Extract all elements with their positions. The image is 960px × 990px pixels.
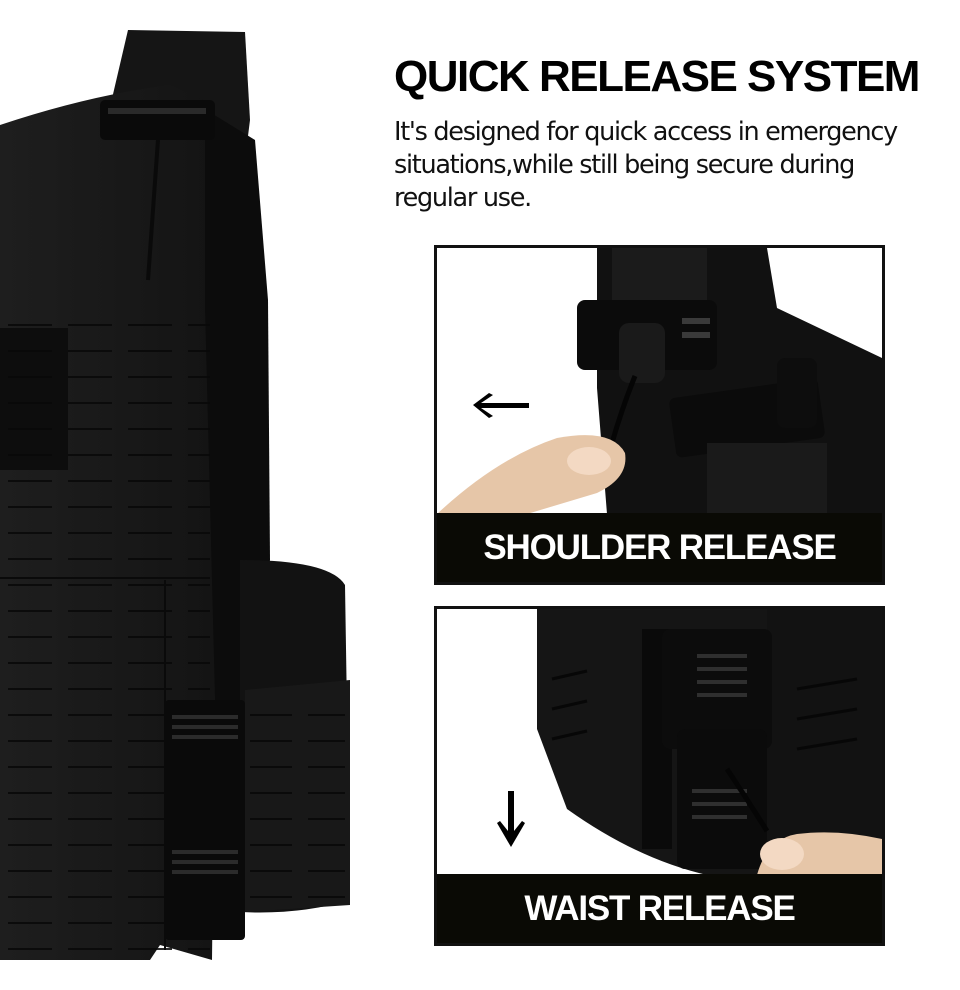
waist-release-label: WAIST RELEASE [524,888,795,928]
page-title: QUICK RELEASE SYSTEM [394,52,920,101]
waist-buckle-photo [437,609,882,875]
vest-side-view-image [0,30,350,960]
down-arrow-icon [497,791,525,847]
left-arrow-icon [473,393,529,418]
shoulder-release-label-band: SHOULDER RELEASE [437,513,882,582]
shoulder-release-label: SHOULDER RELEASE [483,527,836,567]
shoulder-release-panel: SHOULDER RELEASE [434,245,885,585]
shoulder-buckle-photo [437,248,882,514]
waist-release-panel: WAIST RELEASE [434,606,885,946]
waist-release-label-band: WAIST RELEASE [437,874,882,943]
feature-description: It's designed for quick access in emerge… [394,117,898,213]
